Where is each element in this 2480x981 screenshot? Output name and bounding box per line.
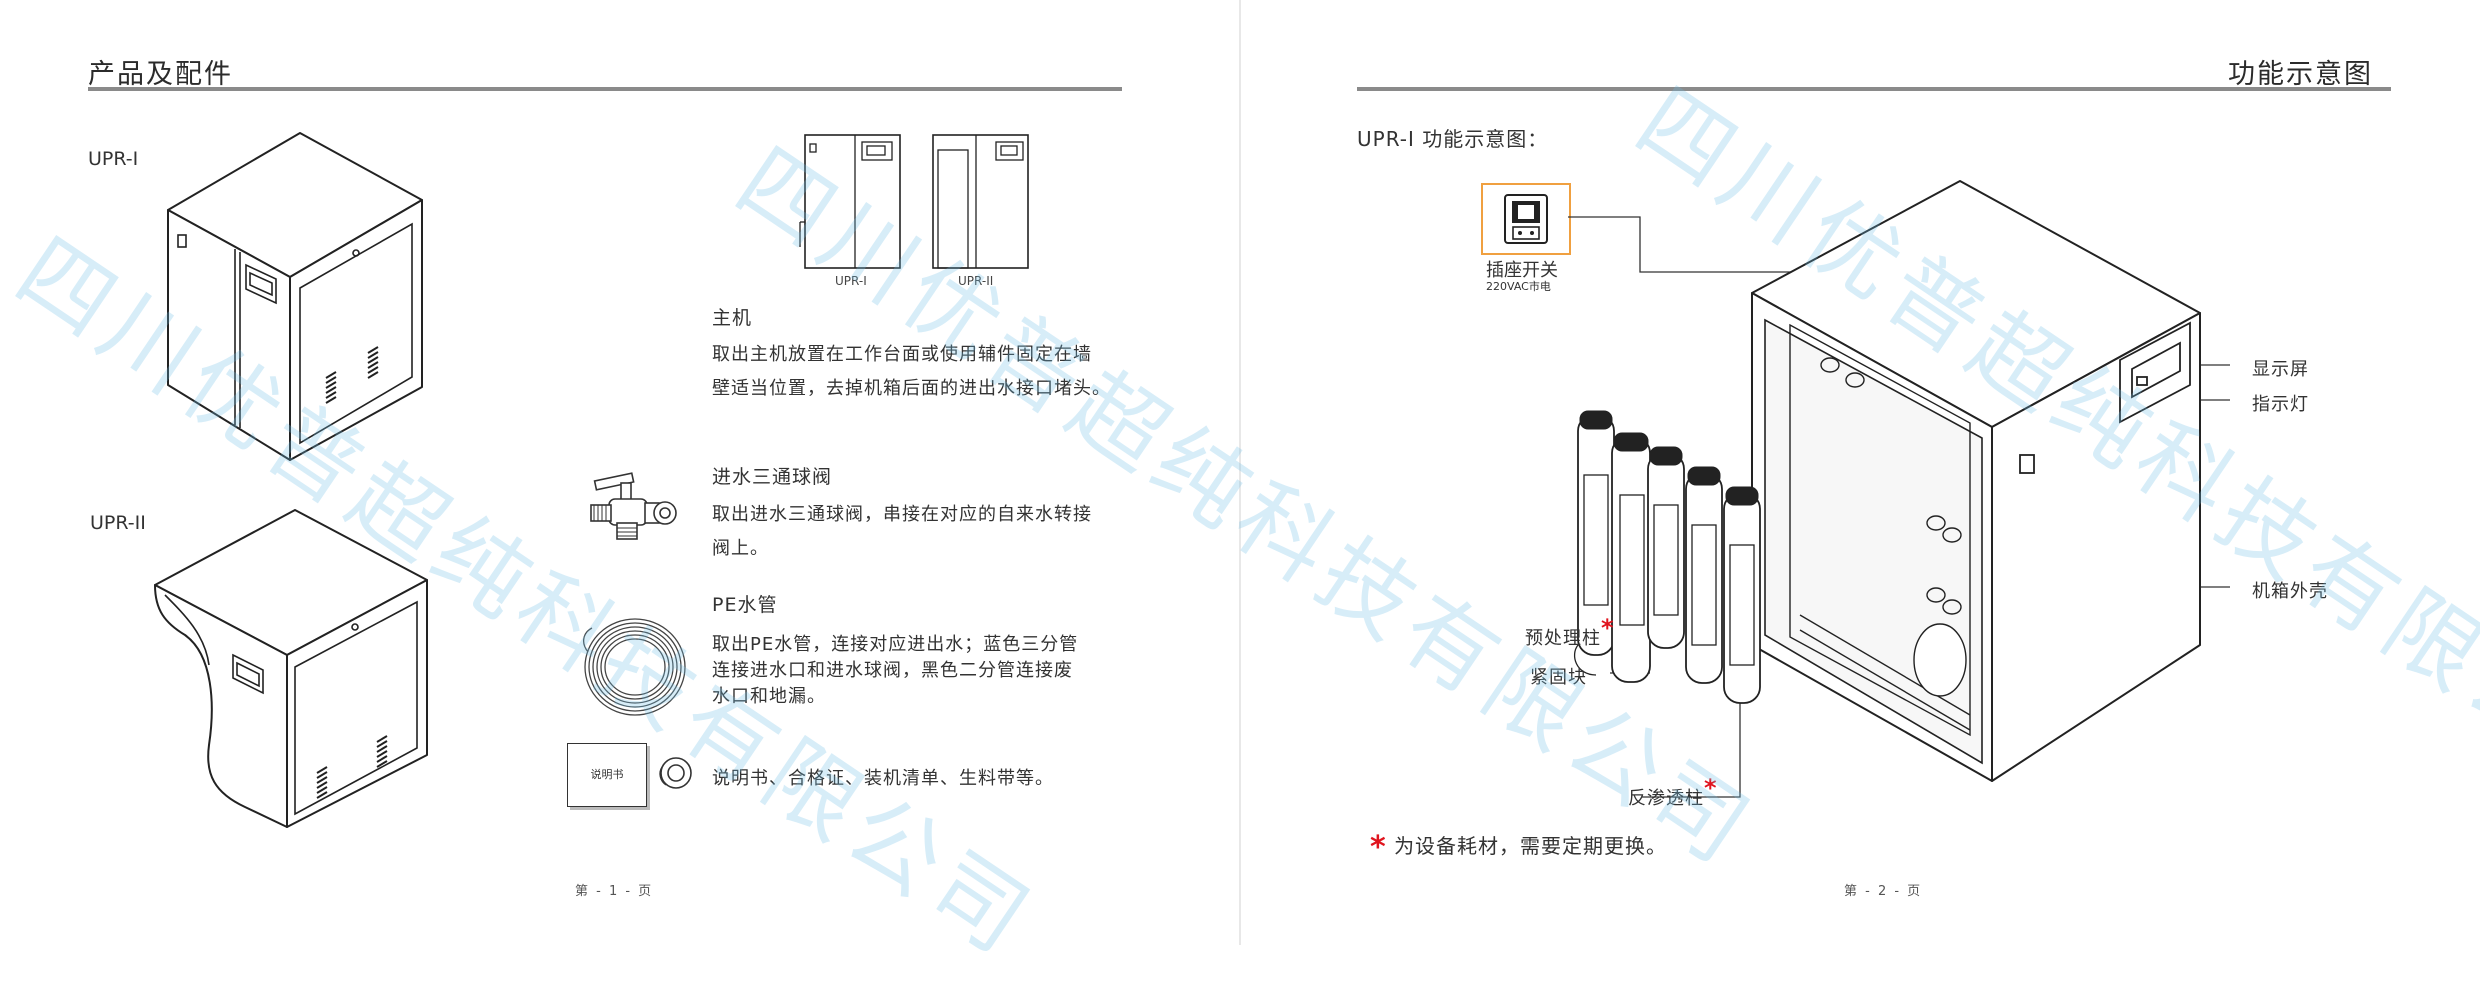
item-text-line: 取出主机放置在工作台面或使用辅件固定在墙 bbox=[712, 344, 1092, 365]
right-page-title: 功能示意图 bbox=[2228, 59, 2373, 90]
pe-tube-coil-icon bbox=[582, 618, 686, 716]
three-way-valve-icon bbox=[590, 472, 677, 540]
thumb-label-upr2: UPR-II bbox=[958, 274, 994, 288]
upr1-cabinet-illustration bbox=[167, 132, 423, 461]
item-text-valve: 取出进水三通球阀，串接在对应的自来水转接 阀上。 bbox=[712, 498, 1092, 566]
manual-label: 说明书 bbox=[590, 768, 624, 781]
model-label-upr1: UPR-I bbox=[88, 148, 139, 170]
socket-voltage-label: 220VAC市电 bbox=[1486, 280, 1551, 293]
model-label-upr2: UPR-II bbox=[90, 512, 146, 534]
callout-housing: 机箱外壳 bbox=[2252, 581, 2328, 602]
item-text-documents: 说明书、合格证、装机清单、生料带等。 bbox=[712, 768, 1054, 789]
item-text-line: 取出PE水管，连接对应进出水；蓝色三分管 bbox=[712, 634, 1079, 655]
front-view-thumbnails bbox=[799, 134, 1029, 269]
item-heading-valve: 进水三通球阀 bbox=[712, 466, 833, 488]
callout-indicator: 指示灯 bbox=[2252, 394, 2309, 415]
thumb-label-upr1: UPR-I bbox=[835, 274, 867, 288]
item-text-line: 连接进水口和进水球阀，黑色二分管连接废 bbox=[712, 660, 1073, 681]
left-page-title: 产品及配件 bbox=[88, 59, 233, 90]
callout-pretreatment-text: 预处理柱 bbox=[1525, 628, 1601, 649]
consumable-note: * 为设备耗材，需要定期更换。 bbox=[1370, 830, 1667, 865]
item-text-line: 壁适当位置，去掉机箱后面的进出水接口堵头。 bbox=[712, 378, 1111, 399]
manual-booklet-icon: 说明书 bbox=[567, 743, 647, 807]
callout-ro-column: 反渗透柱* bbox=[1628, 774, 1718, 810]
consumable-star-icon: * bbox=[1370, 830, 1387, 865]
left-title-rule bbox=[88, 87, 1122, 91]
power-socket-icon bbox=[1504, 194, 1548, 244]
upr2-cabinet-illustration bbox=[154, 509, 428, 828]
consumable-star-icon: * bbox=[1601, 614, 1615, 642]
callout-clamp: 紧固块 bbox=[1530, 667, 1587, 688]
consumable-star-icon: * bbox=[1704, 774, 1718, 802]
right-page-number: 第 - 2 - 页 bbox=[1844, 884, 1923, 899]
item-text-line: 取出进水三通球阀，串接在对应的自来水转接 bbox=[712, 504, 1092, 525]
socket-switch-box bbox=[1481, 183, 1571, 255]
consumable-note-text: 为设备耗材，需要定期更换。 bbox=[1394, 834, 1668, 858]
item-text-line: 水口和地漏。 bbox=[712, 686, 826, 707]
item-text-host: 取出主机放置在工作台面或使用辅件固定在墙 壁适当位置，去掉机箱后面的进出水接口堵… bbox=[712, 338, 1111, 406]
upr1-function-diagram bbox=[1568, 180, 2230, 798]
right-title-rule bbox=[1357, 87, 2391, 91]
diagram-subtitle: UPR-I 功能示意图： bbox=[1357, 127, 1549, 151]
item-heading-host: 主机 bbox=[712, 307, 753, 329]
callout-ro-text: 反渗透柱 bbox=[1628, 788, 1704, 809]
socket-switch-label: 插座开关 bbox=[1486, 260, 1558, 281]
item-text-line: 阀上。 bbox=[712, 538, 769, 559]
item-text-pe-tube: 取出PE水管，连接对应进出水；蓝色三分管 连接进水口和进水球阀，黑色二分管连接废… bbox=[712, 632, 1078, 710]
left-page-number: 第 - 1 - 页 bbox=[575, 884, 654, 899]
page-divider bbox=[1239, 0, 1241, 945]
callout-display: 显示屏 bbox=[2252, 359, 2309, 380]
item-heading-pe-tube: PE水管 bbox=[712, 594, 778, 616]
callout-pretreatment: 预处理柱* bbox=[1525, 614, 1615, 650]
tape-roll-icon bbox=[659, 757, 692, 789]
